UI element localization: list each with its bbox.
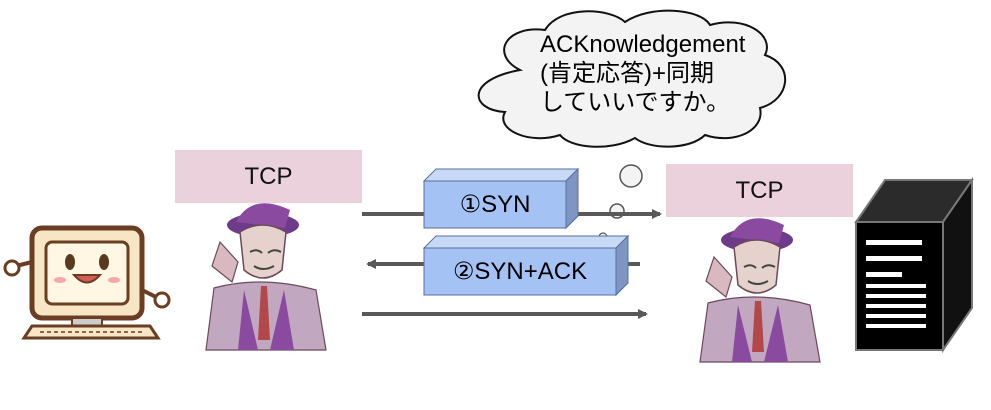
thought-dots (598, 164, 643, 242)
syn-ack-message-label: ②SYN+ACK (452, 258, 588, 285)
server-character (699, 218, 821, 363)
smiling-computer-icon (3, 225, 171, 340)
server-tower-icon (854, 176, 974, 354)
syn-message-label: ①SYN (459, 191, 531, 218)
syn-ack-box (422, 234, 630, 297)
server-tcp-label: TCP (666, 164, 853, 217)
client-character (205, 203, 327, 351)
thought-cloud (477, 9, 786, 148)
thought-bubble-text: ACKnowledgement (肯定応答)+同期 していいですか。 (540, 31, 746, 116)
client-tcp-label: TCP (175, 150, 362, 203)
syn-box (422, 167, 580, 230)
